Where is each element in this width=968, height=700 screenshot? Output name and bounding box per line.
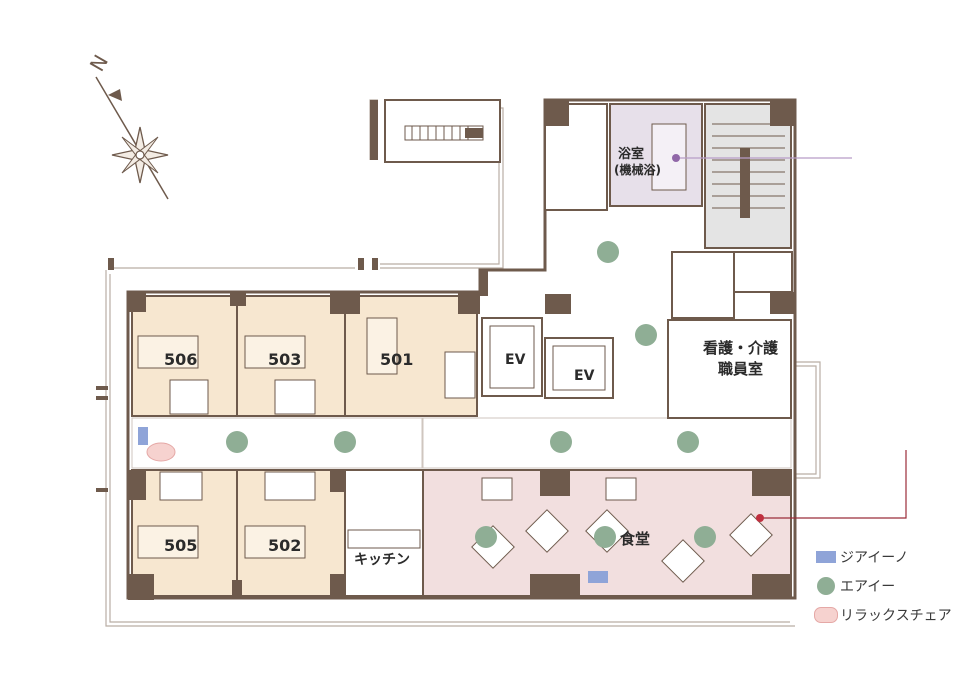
elevator-2-label: EV — [574, 368, 595, 384]
legend: ジアイーノ エアイー リラックスチェア — [812, 544, 968, 631]
legend-item-chair: リラックスチェア — [812, 602, 968, 628]
airy-units — [226, 241, 716, 548]
legend-chair-label: リラックスチェア — [840, 608, 952, 624]
legend-item-giino: ジアイーノ — [812, 544, 968, 570]
legend-airy-label: エアイー — [840, 579, 896, 595]
giino-unit-dining — [588, 571, 608, 583]
elevator-1-label: EV — [505, 352, 526, 368]
staff-room-label-1: 看護・介護 — [703, 339, 779, 357]
relax-chair-icon — [146, 442, 176, 462]
compass-north-label: N — [85, 51, 113, 76]
bath-room-label: 浴室 — [618, 146, 644, 162]
giino-swatch-icon — [816, 551, 836, 563]
giino-unit-corridor — [138, 427, 148, 445]
airy-swatch-icon — [817, 577, 835, 595]
room-501-label: 501 — [380, 350, 413, 369]
room-506-label: 506 — [164, 350, 197, 369]
dining-label: 食堂 — [620, 530, 650, 548]
bath-room-sublabel: (機械浴) — [614, 162, 661, 177]
staff-room — [667, 319, 792, 419]
legend-item-airy: エアイー — [812, 573, 968, 599]
legend-giino-label: ジアイーノ — [840, 550, 909, 566]
room-502-label: 502 — [268, 536, 301, 555]
staff-room-label-2: 職員室 — [718, 360, 763, 378]
kitchen-label: キッチン — [354, 552, 410, 568]
relax-chair-swatch-icon — [814, 607, 838, 623]
room-505-label: 505 — [164, 536, 197, 555]
compass-icon — [95, 76, 169, 200]
room-503-label: 503 — [268, 350, 301, 369]
